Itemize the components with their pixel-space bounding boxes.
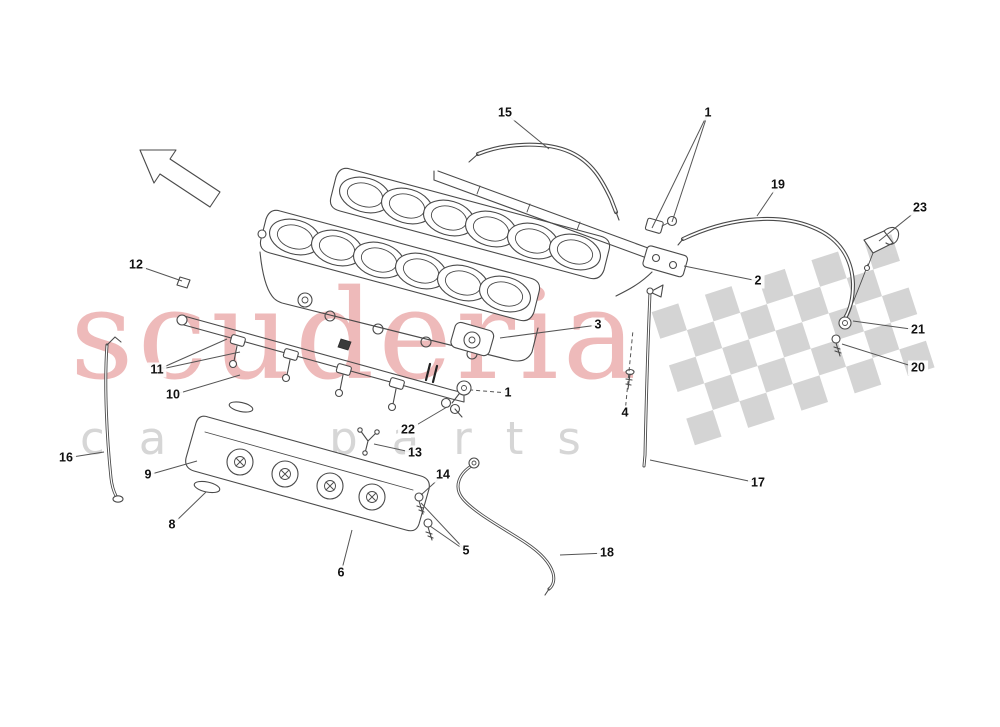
callout-22: 22	[398, 422, 418, 438]
coil-hole	[226, 448, 254, 476]
injector-part-1	[456, 380, 472, 396]
callout-2: 2	[751, 273, 765, 289]
fuel-line-strip	[433, 170, 689, 297]
dipstick-right	[642, 284, 664, 468]
callout-11: 11	[147, 362, 167, 378]
callout-15: 15	[495, 105, 515, 121]
coil-hole	[358, 483, 386, 511]
hose-19	[677, 217, 856, 320]
injector	[228, 334, 246, 369]
callout-6: 6	[334, 565, 348, 581]
callout-1: 1	[501, 385, 515, 401]
valve-cover-assembly	[185, 401, 430, 532]
callout-21: 21	[908, 322, 928, 338]
stud-4	[625, 368, 635, 390]
gasket-9	[228, 401, 254, 413]
injector	[281, 348, 299, 383]
engine-top-assembly	[257, 167, 689, 384]
fork-bracket-13	[357, 427, 380, 456]
callout-14: 14	[433, 467, 453, 483]
callout-23: 23	[910, 200, 930, 216]
callout-16: 16	[56, 450, 76, 466]
dipstick-left	[104, 336, 124, 503]
callout-12: 12	[126, 257, 146, 273]
fuel-rail-assembly	[176, 276, 472, 418]
callout-20: 20	[908, 360, 928, 376]
callout-4: 4	[618, 405, 632, 421]
injector	[387, 377, 405, 412]
callout-13: 13	[405, 445, 425, 461]
callout-5: 5	[459, 543, 473, 559]
callout-1: 1	[701, 105, 715, 121]
coil-hole	[316, 472, 344, 500]
watermark-brand-text: scuderia	[70, 264, 641, 408]
cable-18	[456, 457, 556, 596]
callout-10: 10	[163, 387, 183, 403]
screw-5b	[423, 518, 434, 541]
ring-21	[838, 316, 852, 330]
rail-clip-12	[176, 276, 191, 289]
linkage-22	[440, 397, 463, 418]
fitting-cluster-23	[831, 226, 900, 357]
callout-9: 9	[141, 467, 155, 483]
callout-3: 3	[591, 317, 605, 333]
hose-15	[468, 142, 620, 221]
coil-hole	[271, 460, 299, 488]
callout-18: 18	[597, 545, 617, 561]
bolt-20	[831, 334, 842, 357]
callout-8: 8	[165, 517, 179, 533]
intake-manifold-band	[259, 251, 539, 384]
intake-trumpets-bank-b	[269, 218, 531, 313]
fasteners	[414, 368, 635, 541]
intake-trumpets-bank-a	[339, 176, 601, 271]
callout-19: 19	[768, 177, 788, 193]
direction-arrow-icon	[139, 149, 221, 208]
injector	[334, 363, 352, 398]
screw-5a	[414, 492, 425, 515]
callout-17: 17	[748, 475, 768, 491]
gasket-8	[193, 480, 221, 494]
